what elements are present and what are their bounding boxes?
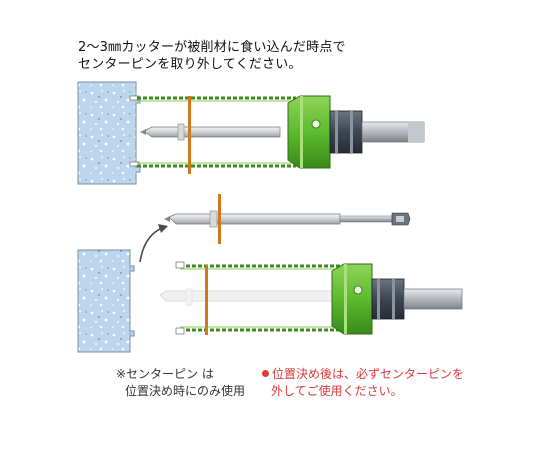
caption-line-1: 2～3㎜カッターが被削材に食い込んだ時点で	[78, 40, 346, 55]
warning-remove-pin: 位置決め後は、必ずセンターピンを 外してご使用ください。	[262, 366, 464, 400]
note-right-line-2: 外してご使用ください。	[271, 384, 403, 398]
note-center-pin-usage: ※センターピン は 位置決め時にのみ使用	[116, 366, 245, 400]
removed-center-pin	[164, 194, 411, 244]
curved-arrow-icon	[139, 227, 163, 263]
caption-line-2: センターピンを取り外してください。	[78, 57, 302, 72]
note-right-line-1: 位置決め後は、必ずセンターピンを	[272, 367, 465, 381]
note-left-line-2: 位置決め時にのみ使用	[125, 384, 246, 398]
top-drill-assembly	[77, 81, 425, 185]
red-bullet-icon	[262, 370, 269, 377]
instruction-caption: 2～3㎜カッターが被削材に食い込んだ時点で センターピンを取り外してください。	[78, 39, 346, 73]
workpiece-bottom	[77, 249, 135, 353]
bottom-drill-assembly	[77, 249, 463, 353]
note-left-line-1: ※センターピン は	[116, 367, 214, 381]
